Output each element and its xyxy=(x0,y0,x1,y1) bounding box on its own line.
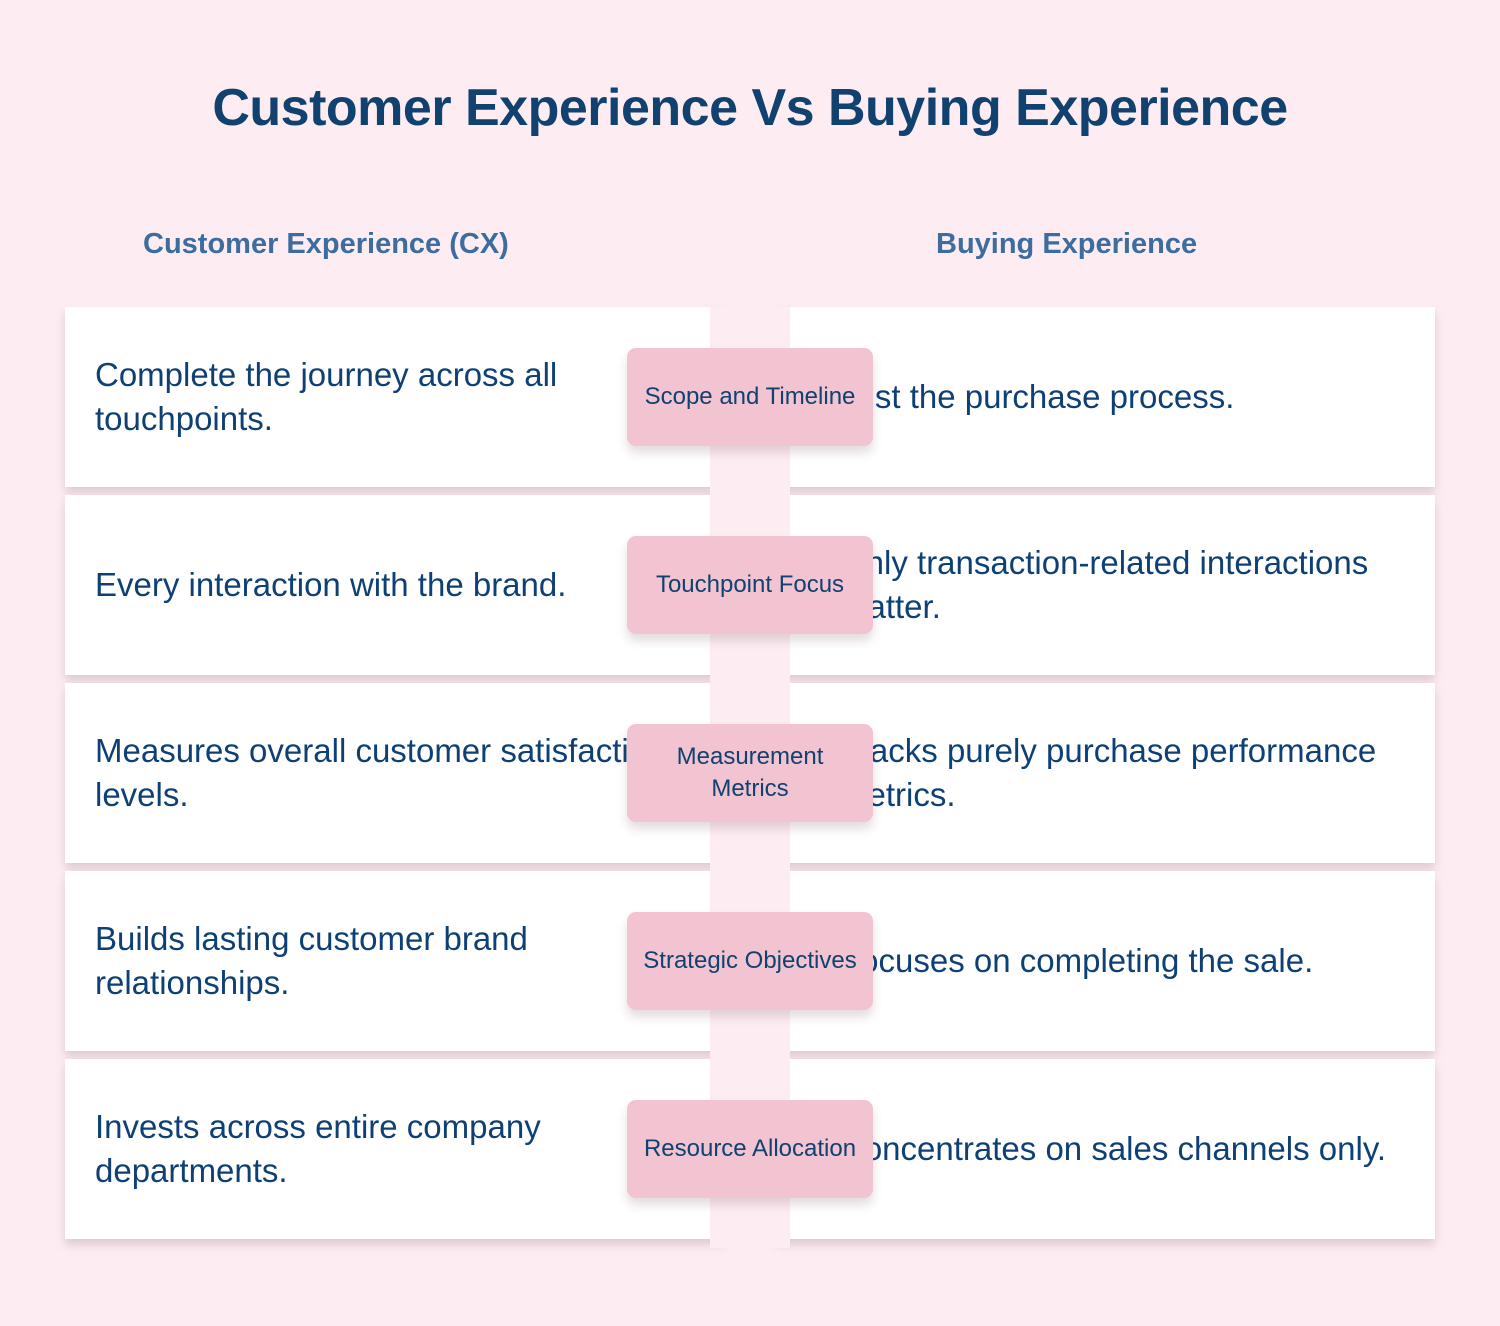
bx-card-text: Just the purchase process. xyxy=(840,378,1235,416)
cx-card-text: Every interaction with the brand. xyxy=(95,566,567,604)
cx-card: Complete the journey across all touchpoi… xyxy=(65,307,725,487)
cx-card: Measures overall customer satisfaction l… xyxy=(65,683,725,863)
bx-card-text: Concentrates on sales channels only. xyxy=(840,1130,1387,1168)
comparison-row: Builds lasting customer brand relationsh… xyxy=(0,871,1500,1051)
category-pill-label: Resource Allocation xyxy=(643,1134,857,1162)
comparison-row: Invests across entire company department… xyxy=(0,1059,1500,1239)
cx-card-text: Invests across entire company department… xyxy=(95,1108,541,1189)
bx-card-text: Focuses on completing the sale. xyxy=(840,942,1314,980)
category-pill: Resource Allocation xyxy=(627,1100,873,1198)
category-pill-label: Strategic Objectives xyxy=(643,946,857,974)
cx-card: Every interaction with the brand. xyxy=(65,495,725,675)
bx-card-text: Only transaction-related interactions ma… xyxy=(840,544,1369,625)
cx-card: Invests across entire company department… xyxy=(65,1059,725,1239)
category-pill: Touchpoint Focus xyxy=(627,536,873,634)
category-pill: Strategic Objectives xyxy=(627,912,873,1010)
cx-card-text: Measures overall customer satisfaction l… xyxy=(95,732,666,813)
bx-card: Tracks purely purchase performance metri… xyxy=(775,683,1435,863)
column-header-customer-experience: Customer Experience (CX) xyxy=(143,228,509,260)
category-pill: Scope and Timeline xyxy=(627,348,873,446)
comparison-row: Complete the journey across all touchpoi… xyxy=(0,307,1500,487)
category-pill: Measurement Metrics xyxy=(627,724,873,822)
bx-card: Only transaction-related interactions ma… xyxy=(775,495,1435,675)
cx-card-text: Complete the journey across all touchpoi… xyxy=(95,356,558,437)
column-header-buying-experience: Buying Experience xyxy=(936,228,1198,260)
category-pill-label: Touchpoint Focus xyxy=(655,570,845,598)
comparison-rows: Complete the journey across all touchpoi… xyxy=(0,307,1500,1239)
cx-card-text: Builds lasting customer brand relationsh… xyxy=(95,920,528,1001)
category-pill-label: Scope and Timeline xyxy=(644,382,856,410)
bx-card-text: Tracks purely purchase performance metri… xyxy=(840,732,1377,813)
category-pill-label: Measurement Metrics xyxy=(676,742,824,802)
bx-card: Concentrates on sales channels only. xyxy=(775,1059,1435,1239)
comparison-row: Every interaction with the brand. Touchp… xyxy=(0,495,1500,675)
comparison-row: Measures overall customer satisfaction l… xyxy=(0,683,1500,863)
page-title: Customer Experience Vs Buying Experience xyxy=(212,79,1288,137)
bx-card: Focuses on completing the sale. xyxy=(775,871,1435,1051)
cx-card: Builds lasting customer brand relationsh… xyxy=(65,871,725,1051)
bx-card: Just the purchase process. xyxy=(775,307,1435,487)
